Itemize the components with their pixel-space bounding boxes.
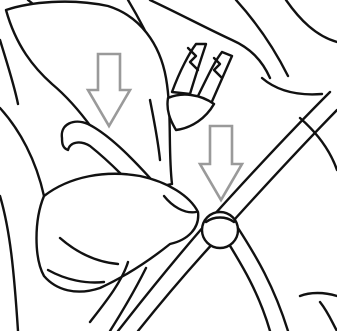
buckle-clip [167,44,232,130]
down-arrow-icon [200,126,242,200]
upper-hand [6,2,172,196]
frame-hinge [202,212,238,248]
lower-hand [37,174,199,292]
